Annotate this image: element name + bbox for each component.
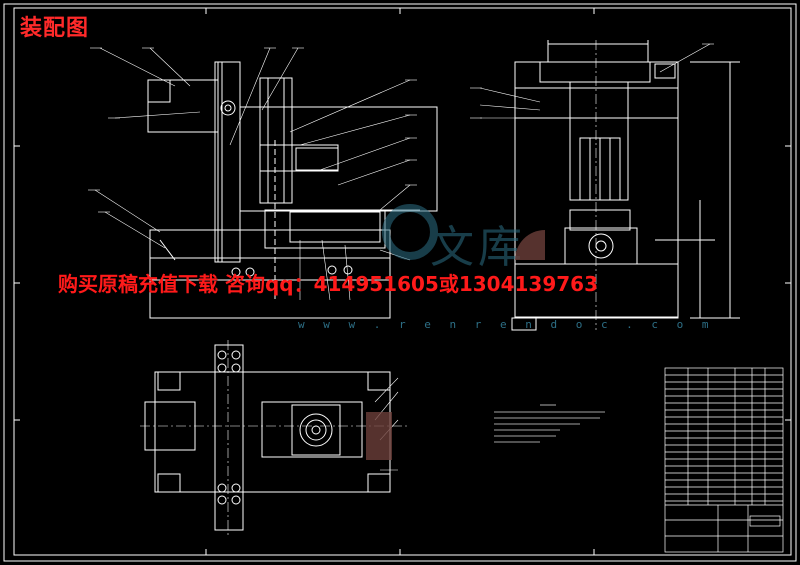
inner-border <box>13 7 792 556</box>
purchase-banner: 购买原稿充值下载 咨询qq：414951605或1304139763 <box>58 272 598 296</box>
watermark-url: w w w . r e n r e n d o c . c o m <box>298 318 715 331</box>
svg-text:库: 库 <box>478 222 522 273</box>
outer-border <box>3 3 797 562</box>
bom-table <box>664 367 784 553</box>
svg-text:文: 文 <box>430 222 474 273</box>
zone-marks <box>14 8 791 555</box>
front-leaders <box>94 47 411 301</box>
side-view <box>479 40 740 331</box>
watermark-logo: 文 库 <box>382 204 522 273</box>
part-balloons <box>88 43 714 213</box>
technical-notes <box>494 404 605 443</box>
section-hatch <box>366 230 545 460</box>
drawing-title: 装配图 <box>20 16 90 41</box>
